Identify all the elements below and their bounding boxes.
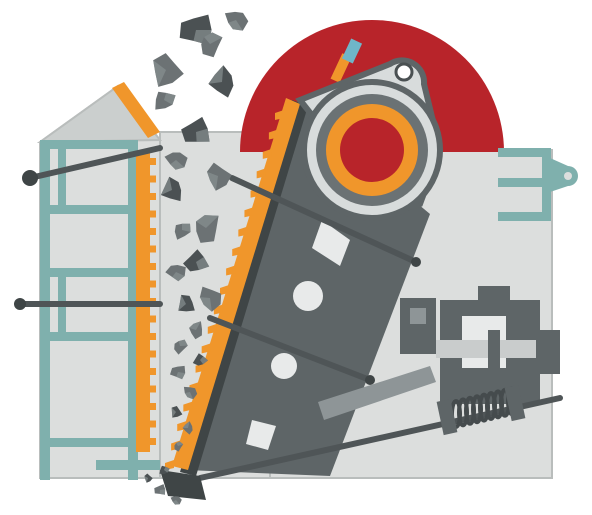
toggle-block-pin bbox=[410, 308, 426, 324]
fixed-tooth bbox=[148, 403, 156, 410]
bracket-lug bbox=[550, 158, 578, 192]
fixed-tooth bbox=[148, 333, 156, 340]
fixed-tooth bbox=[148, 176, 156, 183]
toggle-block bbox=[400, 298, 436, 354]
fixed-tooth bbox=[148, 386, 156, 393]
fixed-tooth bbox=[148, 421, 156, 428]
rail-3 bbox=[40, 268, 138, 277]
fixed-tooth bbox=[148, 211, 156, 218]
left-post bbox=[40, 140, 50, 480]
bracket-spine bbox=[542, 148, 551, 221]
bottom-rail bbox=[40, 438, 138, 447]
rock-highlight bbox=[160, 489, 166, 494]
fixed-tooth bbox=[148, 438, 156, 445]
fixed-tooth bbox=[148, 351, 156, 358]
inner-strut-1 bbox=[58, 149, 66, 205]
fixed-tooth bbox=[148, 246, 156, 253]
tie-rod-upper-nut bbox=[22, 170, 38, 186]
fixed-tooth bbox=[148, 193, 156, 200]
discharge-rail bbox=[96, 460, 160, 470]
housing-hole bbox=[396, 64, 412, 80]
toggle-rod-sleeve bbox=[436, 340, 536, 358]
rock-highlight bbox=[208, 65, 223, 84]
top-rail bbox=[40, 140, 138, 149]
rail-4 bbox=[40, 332, 138, 341]
rail-2 bbox=[40, 205, 138, 214]
fixed-tooth bbox=[148, 281, 156, 288]
fixed-tooth bbox=[148, 228, 156, 235]
fixed-tooth bbox=[148, 158, 156, 165]
fixed-tooth bbox=[148, 316, 156, 323]
tie-rod-lower-nut bbox=[14, 298, 26, 310]
fixed-tooth bbox=[148, 368, 156, 375]
fixed-tooth bbox=[148, 263, 156, 270]
toggle-rod-collar bbox=[488, 330, 500, 370]
cross-rod-1-nut bbox=[411, 257, 421, 267]
jaw-hole-2 bbox=[271, 353, 297, 379]
cross-rod-2-nut bbox=[365, 375, 375, 385]
bracket-hole bbox=[564, 172, 572, 180]
jaw-hole-1 bbox=[293, 281, 323, 311]
eccentric-shaft bbox=[340, 118, 404, 182]
